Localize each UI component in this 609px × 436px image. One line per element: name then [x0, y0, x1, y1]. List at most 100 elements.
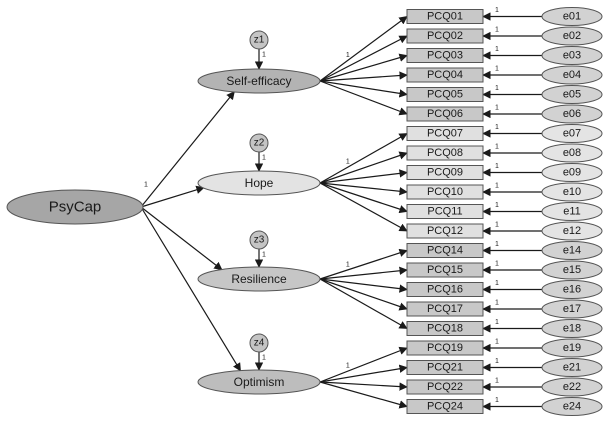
indicator-box [406, 360, 484, 375]
indicator-box [406, 9, 484, 24]
disturbance-path-label: 1 [262, 155, 266, 162]
indicator-label: PCQ19 [427, 342, 463, 354]
factor-ellipse [197, 68, 321, 94]
error-ellipse [541, 397, 603, 416]
error-label: e10 [563, 186, 581, 198]
loading-label: 1 [346, 52, 350, 59]
indicator-box [406, 165, 484, 180]
indicator-label: PCQ09 [427, 167, 463, 179]
error-label: e15 [563, 264, 581, 276]
error-label: e22 [563, 381, 581, 393]
error-ellipse [541, 221, 603, 241]
loading-arrow [319, 182, 408, 214]
loading-arrow [319, 169, 408, 184]
error-label: e17 [563, 303, 581, 315]
indicator-box [406, 204, 484, 219]
indicator-box [406, 243, 484, 258]
root-path-label: 1 [144, 182, 148, 189]
error-path-label: 1 [495, 319, 499, 326]
loading-arrow [319, 182, 408, 232]
indicator-box [406, 379, 484, 395]
indicator-label: PCQ07 [427, 128, 463, 140]
indicator-label: PCQ18 [427, 323, 463, 335]
error-label: e02 [563, 30, 581, 42]
error-label: e05 [563, 89, 581, 101]
loading-arrow [319, 248, 408, 280]
error-label: e24 [563, 401, 581, 413]
error-ellipse [541, 85, 603, 104]
disturbance-label: z1 [254, 35, 265, 46]
error-ellipse [541, 65, 603, 85]
indicator-box [406, 223, 484, 239]
error-label: e12 [563, 225, 581, 237]
loading-arrow [319, 364, 408, 383]
error-ellipse [541, 7, 603, 26]
error-label: e04 [563, 69, 581, 81]
indicator-box [406, 340, 484, 356]
root-to-factor-arrow [140, 185, 205, 208]
loading-label: 1 [346, 261, 350, 268]
error-ellipse [541, 358, 603, 377]
root-to-factor-arrow [140, 91, 235, 208]
loading-arrow [319, 381, 408, 391]
loading-arrow [319, 381, 408, 409]
indicator-label: PCQ16 [427, 284, 463, 296]
disturbance-path-label: 1 [262, 52, 266, 59]
error-path-label: 1 [495, 280, 499, 287]
loading-arrow [319, 35, 408, 82]
error-ellipse [541, 104, 603, 124]
indicator-label: PCQ08 [427, 147, 463, 159]
loading-label: 1 [346, 363, 350, 370]
disturbance-circle [249, 230, 269, 250]
loading-arrow [319, 53, 408, 82]
root-latent-ellipse [6, 189, 144, 225]
loading-arrow [319, 278, 408, 330]
loading-arrow [319, 80, 408, 98]
error-ellipse [541, 241, 603, 260]
indicator-box [406, 48, 484, 63]
factor-ellipse [197, 170, 321, 196]
error-ellipse [541, 124, 603, 143]
error-path-label: 1 [495, 163, 499, 170]
error-path-label: 1 [495, 300, 499, 307]
indicator-label: PCQ02 [427, 30, 463, 42]
factor-ellipse [197, 369, 321, 395]
factor-label: Hope [245, 176, 274, 190]
factor-ellipse [197, 266, 321, 292]
indicator-box [406, 282, 484, 297]
loading-arrow [319, 15, 408, 82]
error-label: e01 [563, 11, 581, 23]
loading-arrow [319, 151, 408, 184]
error-path-label: 1 [495, 222, 499, 229]
error-path-label: 1 [495, 46, 499, 53]
error-path-label: 1 [495, 85, 499, 92]
error-path-label: 1 [495, 183, 499, 190]
indicator-box [406, 145, 484, 161]
loading-arrow [319, 182, 408, 196]
disturbance-circle [249, 133, 269, 153]
error-ellipse [541, 260, 603, 280]
loading-arrow [319, 278, 408, 311]
loading-arrow [319, 278, 408, 293]
disturbance-label: z2 [254, 138, 265, 149]
error-ellipse [541, 338, 603, 358]
indicator-box [406, 28, 484, 44]
error-label: e03 [563, 50, 581, 62]
error-label: e21 [563, 362, 581, 374]
disturbance-path-label: 1 [262, 355, 266, 362]
error-label: e19 [563, 342, 581, 354]
error-path-label: 1 [495, 124, 499, 131]
indicator-label: PCQ17 [427, 303, 463, 315]
indicator-label: PCQ04 [427, 69, 463, 81]
loading-arrow [319, 71, 408, 82]
error-label: e09 [563, 167, 581, 179]
indicator-label: PCQ14 [427, 245, 463, 257]
root-to-factor-arrow [140, 206, 241, 372]
error-label: e18 [563, 323, 581, 335]
error-path-label: 1 [495, 105, 499, 112]
root-latent-label: PsyCap [49, 199, 102, 216]
loading-label: 1 [346, 159, 350, 166]
error-path-label: 1 [495, 202, 499, 209]
